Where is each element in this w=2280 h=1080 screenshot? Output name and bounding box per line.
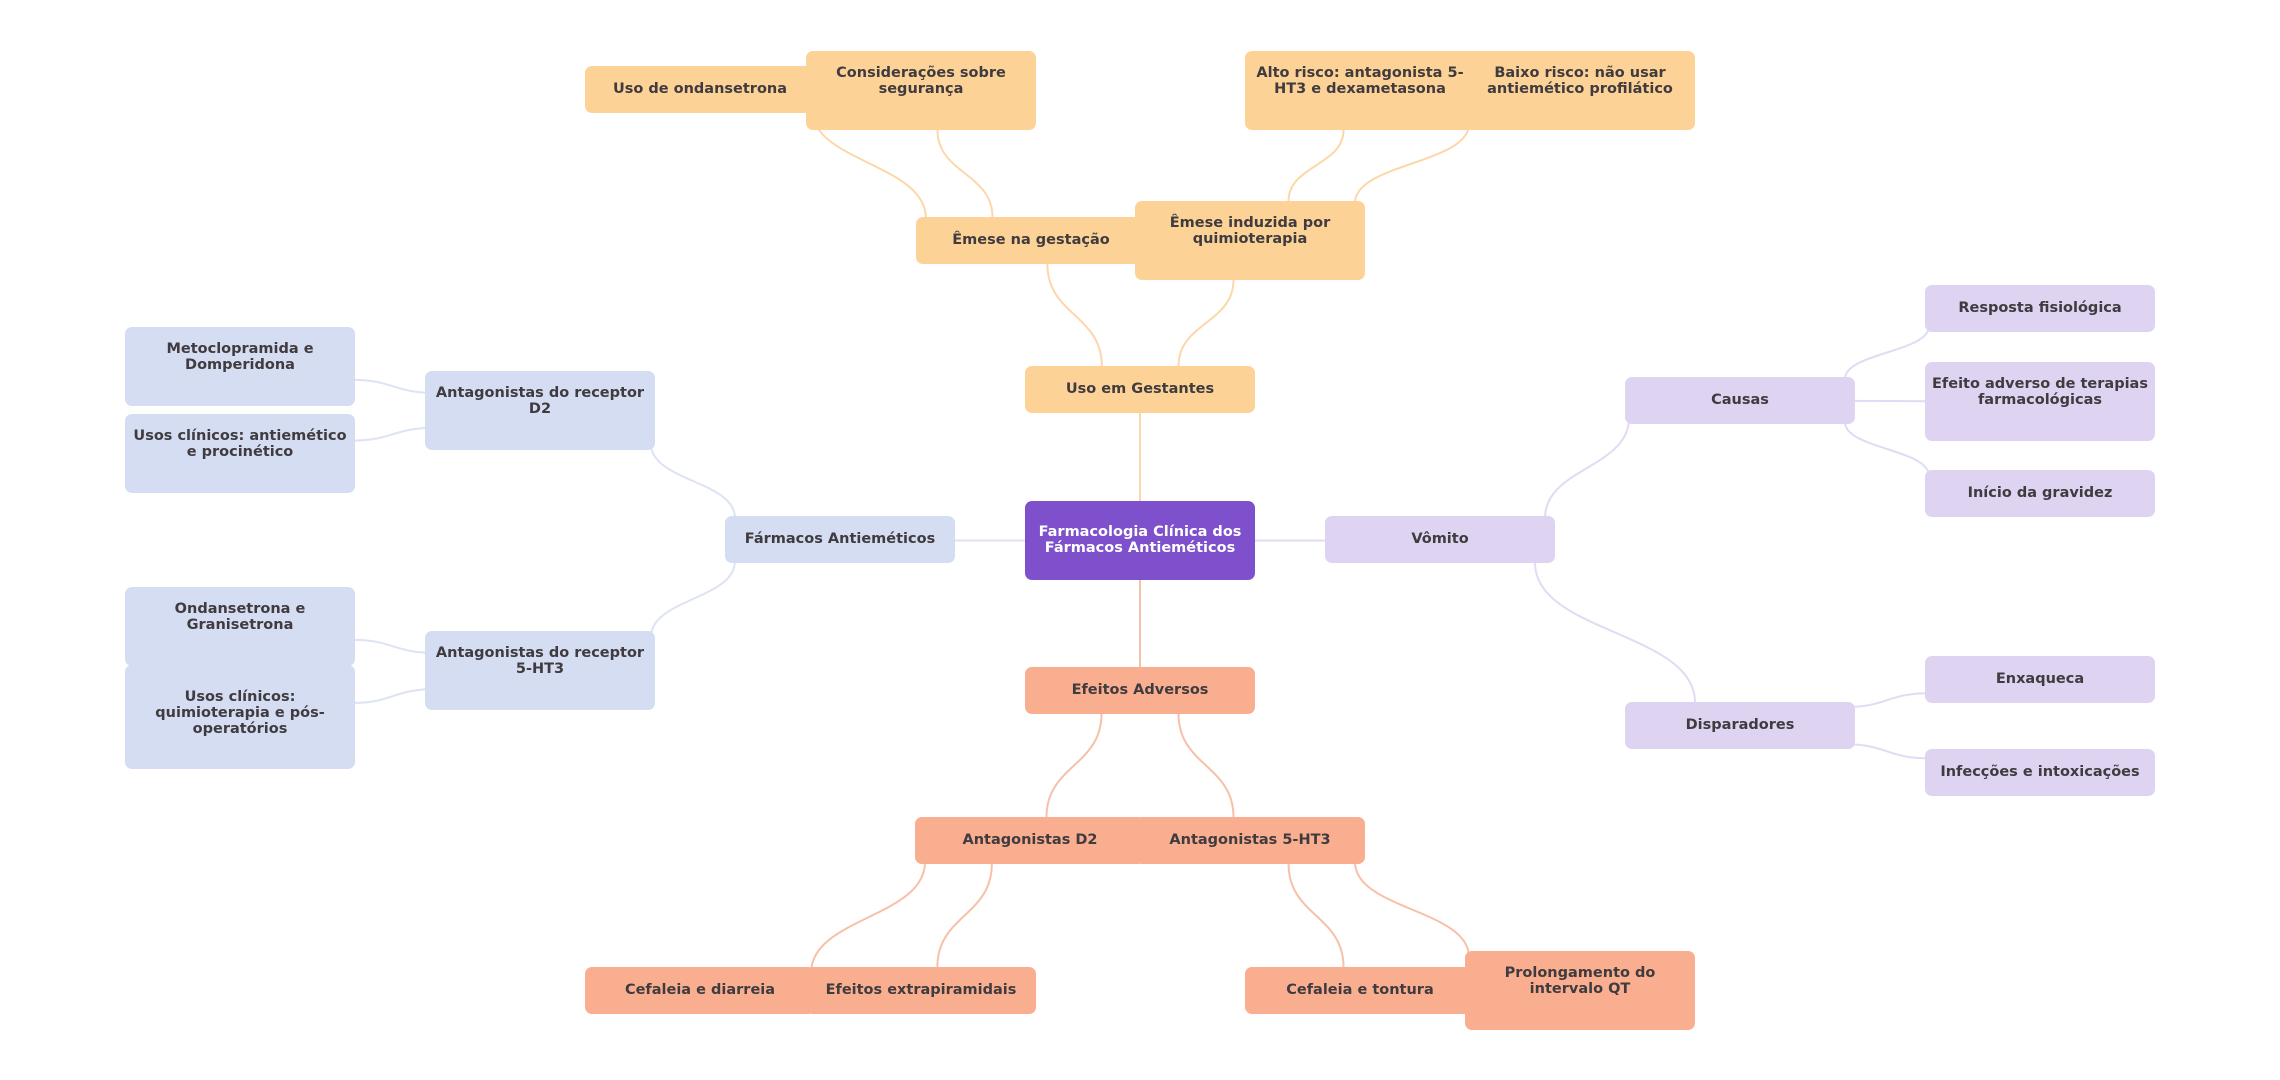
connector-emese_gestacao-seguranca [936, 129, 994, 218]
connector-farmacos-ant_d2 [650, 443, 736, 519]
node-causas[interactable]: Causas [1625, 377, 1855, 424]
connector-ant_5ht3-usos_5ht3 [350, 688, 436, 705]
connector-disparadores-enxaqueca [1844, 692, 1930, 709]
node-disparadores[interactable]: Disparadores [1625, 702, 1855, 749]
connector-vomito-causas [1544, 417, 1630, 519]
node-prolongamento-qt[interactable]: Prolongamento do intervalo QT [1465, 951, 1695, 1030]
node-antagonistas-receptor-5ht3[interactable]: Antagonistas do receptor 5-HT3 [425, 631, 655, 710]
connector-gestantes-emese_gestacao [1046, 263, 1103, 367]
connector-disparadores-infeccoes [1844, 743, 1930, 760]
node-resposta-fisiologica[interactable]: Resposta fisiológica [1925, 285, 2155, 332]
node-cefaleia-tontura[interactable]: Cefaleia e tontura [1245, 967, 1475, 1014]
connector-causas-resposta [1844, 325, 1930, 380]
node-antagonistas-5ht3[interactable]: Antagonistas 5-HT3 [1135, 817, 1365, 864]
node-inicio-da-gravidez[interactable]: Início da gravidez [1925, 470, 2155, 517]
connector-efeitos-ef_5ht3 [1177, 713, 1235, 818]
node-usos-clinicos-5ht3[interactable]: Usos clínicos: quimioterapia e pós-opera… [125, 665, 355, 769]
node-consideracoes-seguranca[interactable]: Considerações sobre segurança [806, 51, 1036, 130]
node-enxaqueca[interactable]: Enxaqueca [1925, 656, 2155, 703]
node-emese-na-gestacao[interactable]: Êmese na gestação [916, 217, 1146, 264]
node-efeitos-extrapiramidais[interactable]: Efeitos extrapiramidais [806, 967, 1036, 1014]
node-baixo-risco[interactable]: Baixo risco: não usar antiemético profil… [1465, 51, 1695, 130]
connector-causas-gravidez [1844, 421, 1930, 477]
connector-ef_d2-cefaleia_diarreia [810, 861, 926, 974]
connector-ant_d2-metoclopramida [350, 378, 436, 394]
connector-ef_5ht3-qt [1354, 861, 1470, 958]
node-uso-de-ondansetrona[interactable]: Uso de ondansetrona [585, 66, 815, 113]
connector-ant_5ht3-ondansetrona_gran [350, 638, 436, 654]
connector-ant_d2-usos_d2 [350, 426, 436, 442]
connector-emese_quimio-baixo_risco [1354, 123, 1470, 204]
node-antagonistas-receptor-d2[interactable]: Antagonistas do receptor D2 [425, 371, 655, 450]
connector-ef_d2-extrapiramidais [936, 863, 993, 968]
node-ondansetrona-granisetrona[interactable]: Ondansetrona e Granisetrona [125, 587, 355, 666]
node-efeito-adverso-terapias[interactable]: Efeito adverso de terapias farmacológica… [1925, 362, 2155, 441]
connector-vomito-disparadores [1534, 562, 1696, 703]
node-emese-quimioterapia[interactable]: Êmese induzida por quimioterapia [1135, 201, 1365, 280]
connector-gestantes-emese_quimio [1177, 279, 1235, 367]
connector-farmacos-ant_5ht3 [650, 560, 736, 638]
connector-efeitos-ef_d2 [1045, 713, 1103, 818]
node-usos-clinicos-d2[interactable]: Usos clínicos: antiemético e procinético [125, 414, 355, 493]
branch-farmacos-antiemeticos[interactable]: Fármacos Antieméticos [725, 516, 955, 563]
branch-vomito[interactable]: Vômito [1325, 516, 1555, 563]
connector-ef_5ht3-cefaleia_tontura [1287, 863, 1345, 968]
root-node[interactable]: Farmacologia Clínica dos Fármacos Antiem… [1025, 501, 1255, 580]
node-antagonistas-d2[interactable]: Antagonistas D2 [915, 817, 1145, 864]
connector-emese_quimio-alto_risco [1287, 129, 1345, 202]
node-metoclopramida-domperidona[interactable]: Metoclopramida e Domperidona [125, 327, 355, 406]
branch-efeitos-adversos[interactable]: Efeitos Adversos [1025, 667, 1255, 714]
node-cefaleia-diarreia[interactable]: Cefaleia e diarreia [585, 967, 815, 1014]
branch-uso-em-gestantes[interactable]: Uso em Gestantes [1025, 366, 1255, 413]
node-infeccoes-intoxicacoes[interactable]: Infecções e intoxicações [1925, 749, 2155, 796]
node-alto-risco[interactable]: Alto risco: antagonista 5-HT3 e dexameta… [1245, 51, 1475, 130]
